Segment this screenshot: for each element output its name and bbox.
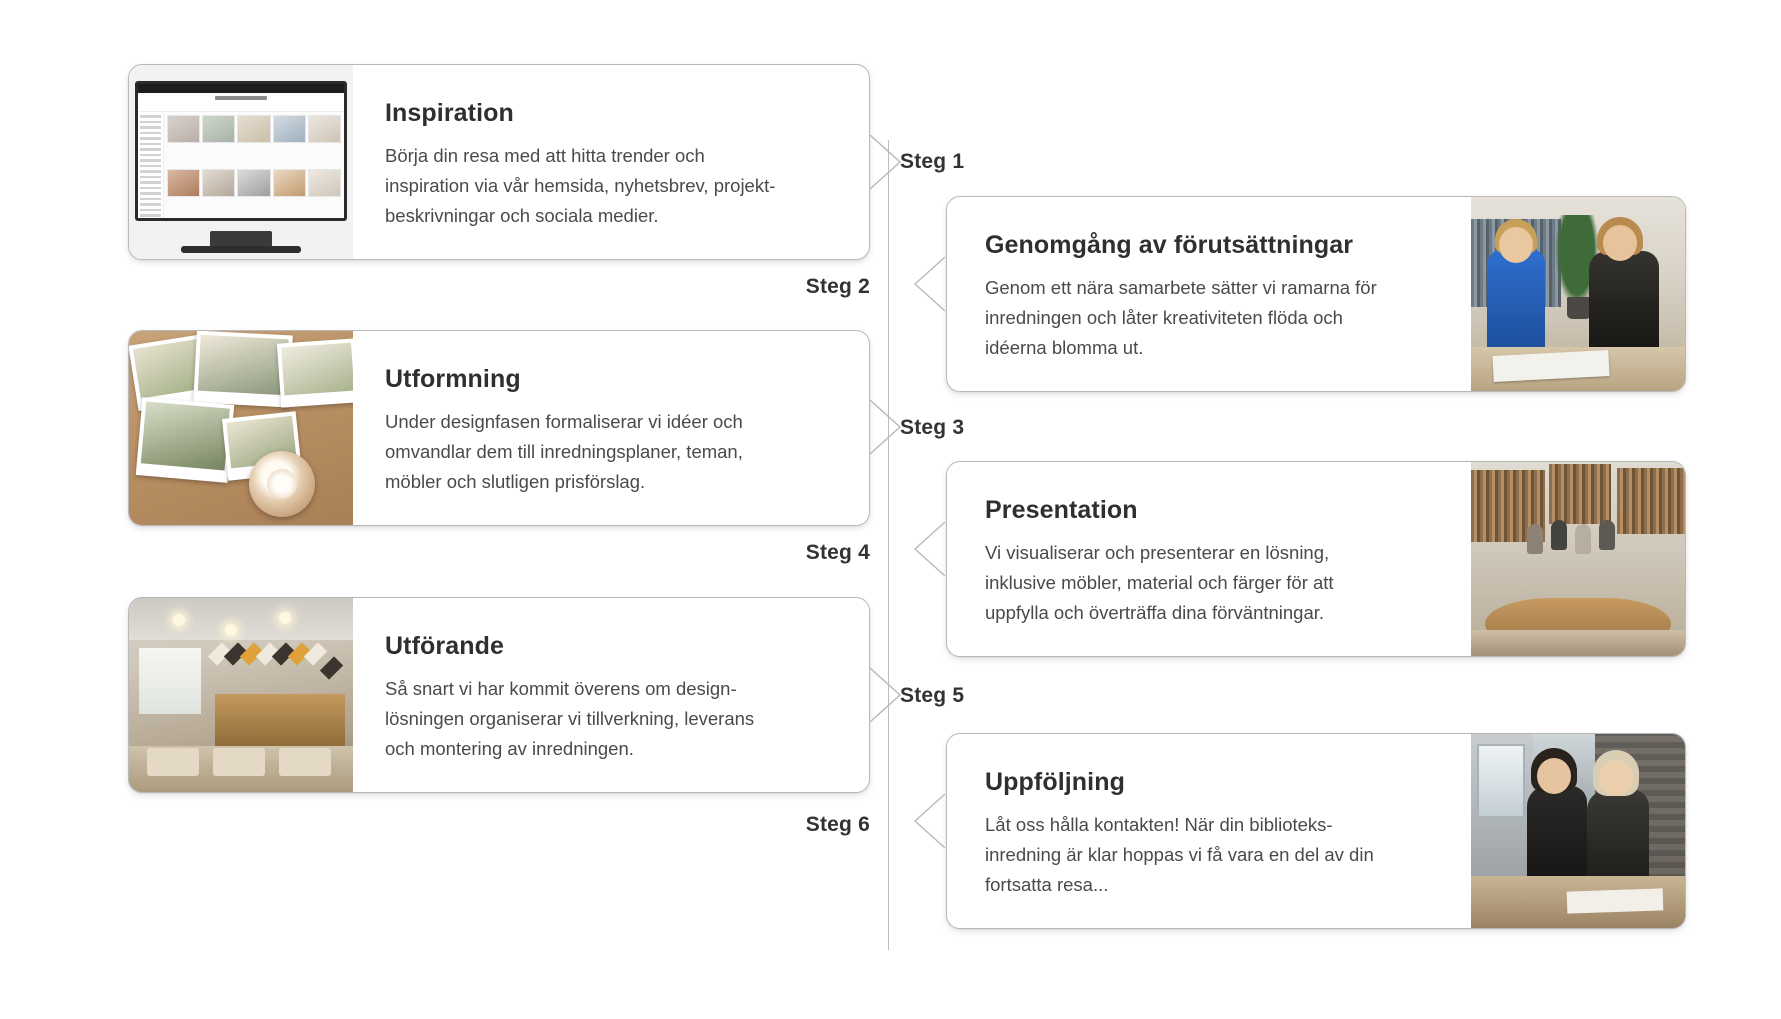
desc-line: möbler och slutligen prisförslag.: [385, 471, 646, 492]
website-on-monitor-photo: [129, 65, 353, 259]
step-card-genomgang[interactable]: Genomgång av förutsättningar Genom ett n…: [946, 196, 1686, 392]
cafe-library-interior-photo: [129, 598, 353, 792]
step-label-3: Steg 3: [900, 416, 965, 439]
desc-line: inredningen och låter kreativiteten flöd…: [985, 307, 1343, 328]
desc-line: lösningen organiserar vi tillverkning, l…: [385, 708, 755, 729]
desc-line: beskrivningar och sociala medier.: [385, 205, 659, 226]
timeline-divider: [888, 140, 889, 950]
connector-arrow-step-5: [869, 667, 903, 723]
desc-line: Låt oss hålla kontakten! När din bibliot…: [985, 814, 1333, 835]
desc-line: idéerna blomma ut.: [985, 337, 1144, 358]
desc-line: Börja din resa med att hitta trender och: [385, 145, 705, 166]
card-description: Börja din resa med att hitta trender och…: [385, 141, 851, 231]
desc-line: Genom ett nära samarbete sätter vi ramar…: [985, 277, 1377, 298]
desc-line: fortsatta resa...: [985, 874, 1109, 895]
step-card-presentation[interactable]: Presentation Vi visualiserar och present…: [946, 461, 1686, 657]
step-card-uppfoljning[interactable]: Uppföljning Låt oss hålla kontakten! När…: [946, 733, 1686, 929]
connector-arrow-step-4: [912, 521, 946, 577]
desc-line: inredning är klar hoppas vi få vara en d…: [985, 844, 1374, 865]
step-label-6: Steg 6: [805, 813, 870, 836]
step-label-4: Steg 4: [805, 541, 870, 564]
desc-line: Vi visualiserar och presenterar en lösni…: [985, 542, 1330, 563]
desc-line: uppfylla och överträffa dina förväntning…: [985, 602, 1325, 623]
card-title: Inspiration: [385, 99, 514, 127]
card-title: Utformning: [385, 365, 521, 393]
card-description: Under designfasen formaliserar vi idéer …: [385, 407, 851, 497]
two-colleagues-reviewing-plans-photo: [1471, 197, 1685, 391]
step-label-2: Steg 2: [805, 275, 870, 298]
connector-arrow-step-1: [869, 134, 903, 190]
card-title: Uppföljning: [985, 768, 1125, 796]
step-label-5: Steg 5: [900, 684, 965, 707]
desc-line: inklusive möbler, material och färger fö…: [985, 572, 1334, 593]
step-card-utformning[interactable]: Utformning Under designfasen formalisera…: [128, 330, 870, 526]
card-title: Utförande: [385, 632, 504, 660]
two-women-at-table-photo: [1471, 734, 1685, 928]
desc-line: inspiration via vår hemsida, nyhetsbrev,…: [385, 175, 776, 196]
step-card-utforande[interactable]: Utförande Så snart vi har kommit överens…: [128, 597, 870, 793]
card-title: Genomgång av förutsättningar: [985, 231, 1354, 259]
card-description: Så snart vi har kommit överens om design…: [385, 674, 851, 764]
connector-arrow-step-2: [912, 256, 946, 312]
desc-line: Så snart vi har kommit överens om design…: [385, 678, 737, 699]
card-description: Låt oss hålla kontakten! När din bibliot…: [985, 810, 1461, 900]
card-title: Presentation: [985, 496, 1138, 524]
step-card-inspiration[interactable]: Inspiration Börja din resa med att hitta…: [128, 64, 870, 260]
connector-arrow-step-3: [869, 399, 903, 455]
desc-line: Under designfasen formaliserar vi idéer …: [385, 411, 743, 432]
connector-arrow-step-6: [912, 793, 946, 849]
card-description: Vi visualiserar och presenterar en lösni…: [985, 538, 1461, 628]
desc-line: omvandlar dem till inredningsplaner, tem…: [385, 441, 743, 462]
card-description: Genom ett nära samarbete sätter vi ramar…: [985, 273, 1461, 363]
polaroid-collage-on-wooden-table-photo: [129, 331, 353, 525]
step-label-1: Steg 1: [900, 150, 965, 173]
library-interior-with-people-photo: [1471, 462, 1685, 656]
desc-line: och montering av inredningen.: [385, 738, 634, 759]
